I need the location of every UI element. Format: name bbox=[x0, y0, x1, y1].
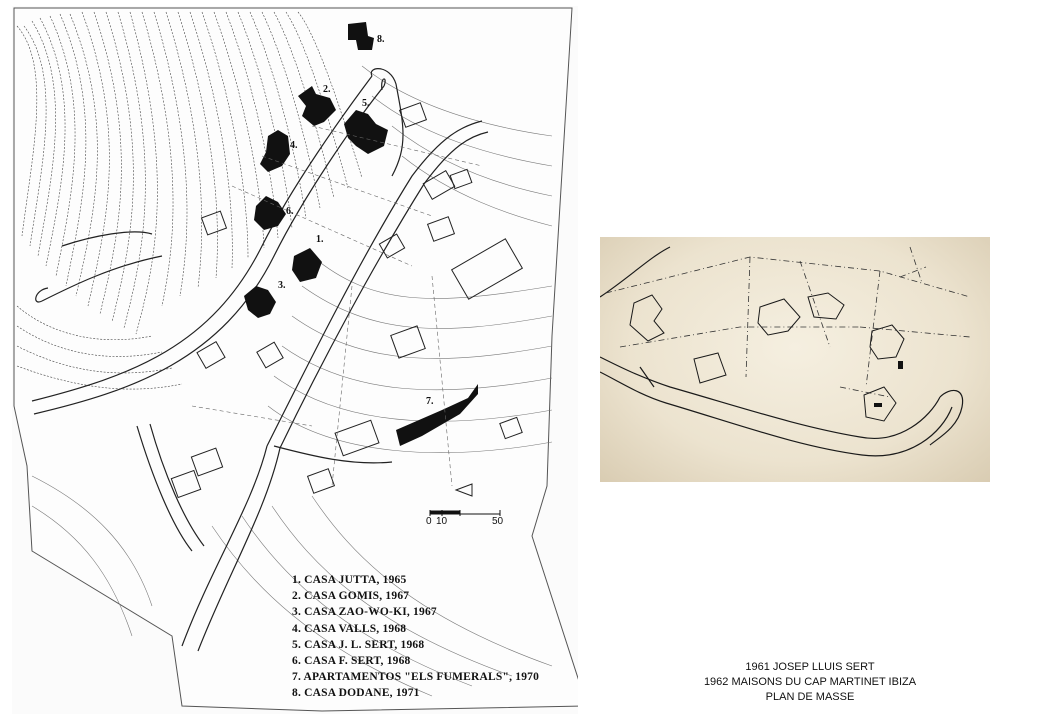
building-6 bbox=[254, 196, 286, 230]
building-2 bbox=[298, 86, 336, 126]
property-lines bbox=[605, 246, 971, 398]
legend-item: 2. CASA GOMIS, 1967 bbox=[292, 590, 410, 603]
house-plans bbox=[629, 292, 905, 422]
label-building-5: 5. bbox=[362, 98, 370, 109]
label-building-7: 7. bbox=[426, 396, 434, 407]
legend-item: 3. CASA ZAO-WO-KI, 1967 bbox=[292, 606, 437, 619]
caption: 1961 JOSEP LLUIS SERT 1962 MAISONS DU CA… bbox=[660, 660, 960, 705]
building-7 bbox=[396, 384, 478, 446]
site-boundary bbox=[13, 7, 578, 712]
label-building-2: 2. bbox=[323, 84, 331, 95]
caption-line-3: PLAN DE MASSE bbox=[765, 691, 855, 703]
road-outline bbox=[600, 246, 964, 457]
caption-line-1: 1961 JOSEP LLUIS SERT bbox=[745, 661, 875, 673]
label-building-4: 4. bbox=[290, 140, 298, 151]
label-building-3: 3. bbox=[278, 280, 286, 291]
plan-de-masse-photo bbox=[600, 237, 990, 482]
label-building-1: 1. bbox=[316, 234, 324, 245]
building-1 bbox=[292, 248, 322, 282]
label-building-6: 6. bbox=[286, 206, 294, 217]
north-arrow bbox=[454, 483, 473, 497]
site-plan-svg bbox=[13, 7, 578, 712]
legend-item: 6. CASA F. SERT, 1968 bbox=[292, 654, 411, 667]
building-3 bbox=[244, 286, 276, 318]
label-building-8: 8. bbox=[377, 34, 385, 45]
parcel-lines bbox=[191, 125, 483, 487]
scale-label-start: 0 bbox=[426, 516, 432, 527]
other-buildings bbox=[170, 102, 524, 499]
legend-item: 5. CASA J. L. SERT, 1968 bbox=[292, 638, 425, 651]
legend-item: 7. APARTAMENTOS "ELS FUMERALS", 1970 bbox=[292, 671, 540, 684]
built-houses bbox=[244, 22, 478, 446]
caption-line-2: 1962 MAISONS DU CAP MARTINET IBIZA bbox=[703, 676, 917, 688]
lower-contours bbox=[31, 65, 553, 697]
legend-item: 8. CASA DODANE, 1971 bbox=[292, 687, 420, 700]
building-5 bbox=[344, 110, 388, 154]
building-8 bbox=[348, 22, 374, 50]
scale-bar bbox=[429, 510, 501, 516]
scale-label-end: 50 bbox=[492, 516, 504, 527]
plan-de-masse-svg bbox=[600, 246, 971, 457]
scale-label-mid: 10 bbox=[436, 516, 448, 527]
building-legend: 1. CASA JUTTA, 1965 2. CASA GOMIS, 1967 … bbox=[292, 572, 539, 702]
site-plan-drawing: 8. 2. 5. 4. 6. 1. 3. 7. 0 10 50 1. CASA … bbox=[12, 6, 578, 714]
dark-marks bbox=[874, 361, 903, 407]
legend-item: 4. CASA VALLS, 1968 bbox=[292, 622, 407, 635]
roads bbox=[31, 68, 489, 652]
legend-item: 1. CASA JUTTA, 1965 bbox=[292, 574, 407, 586]
building-4 bbox=[260, 130, 290, 172]
